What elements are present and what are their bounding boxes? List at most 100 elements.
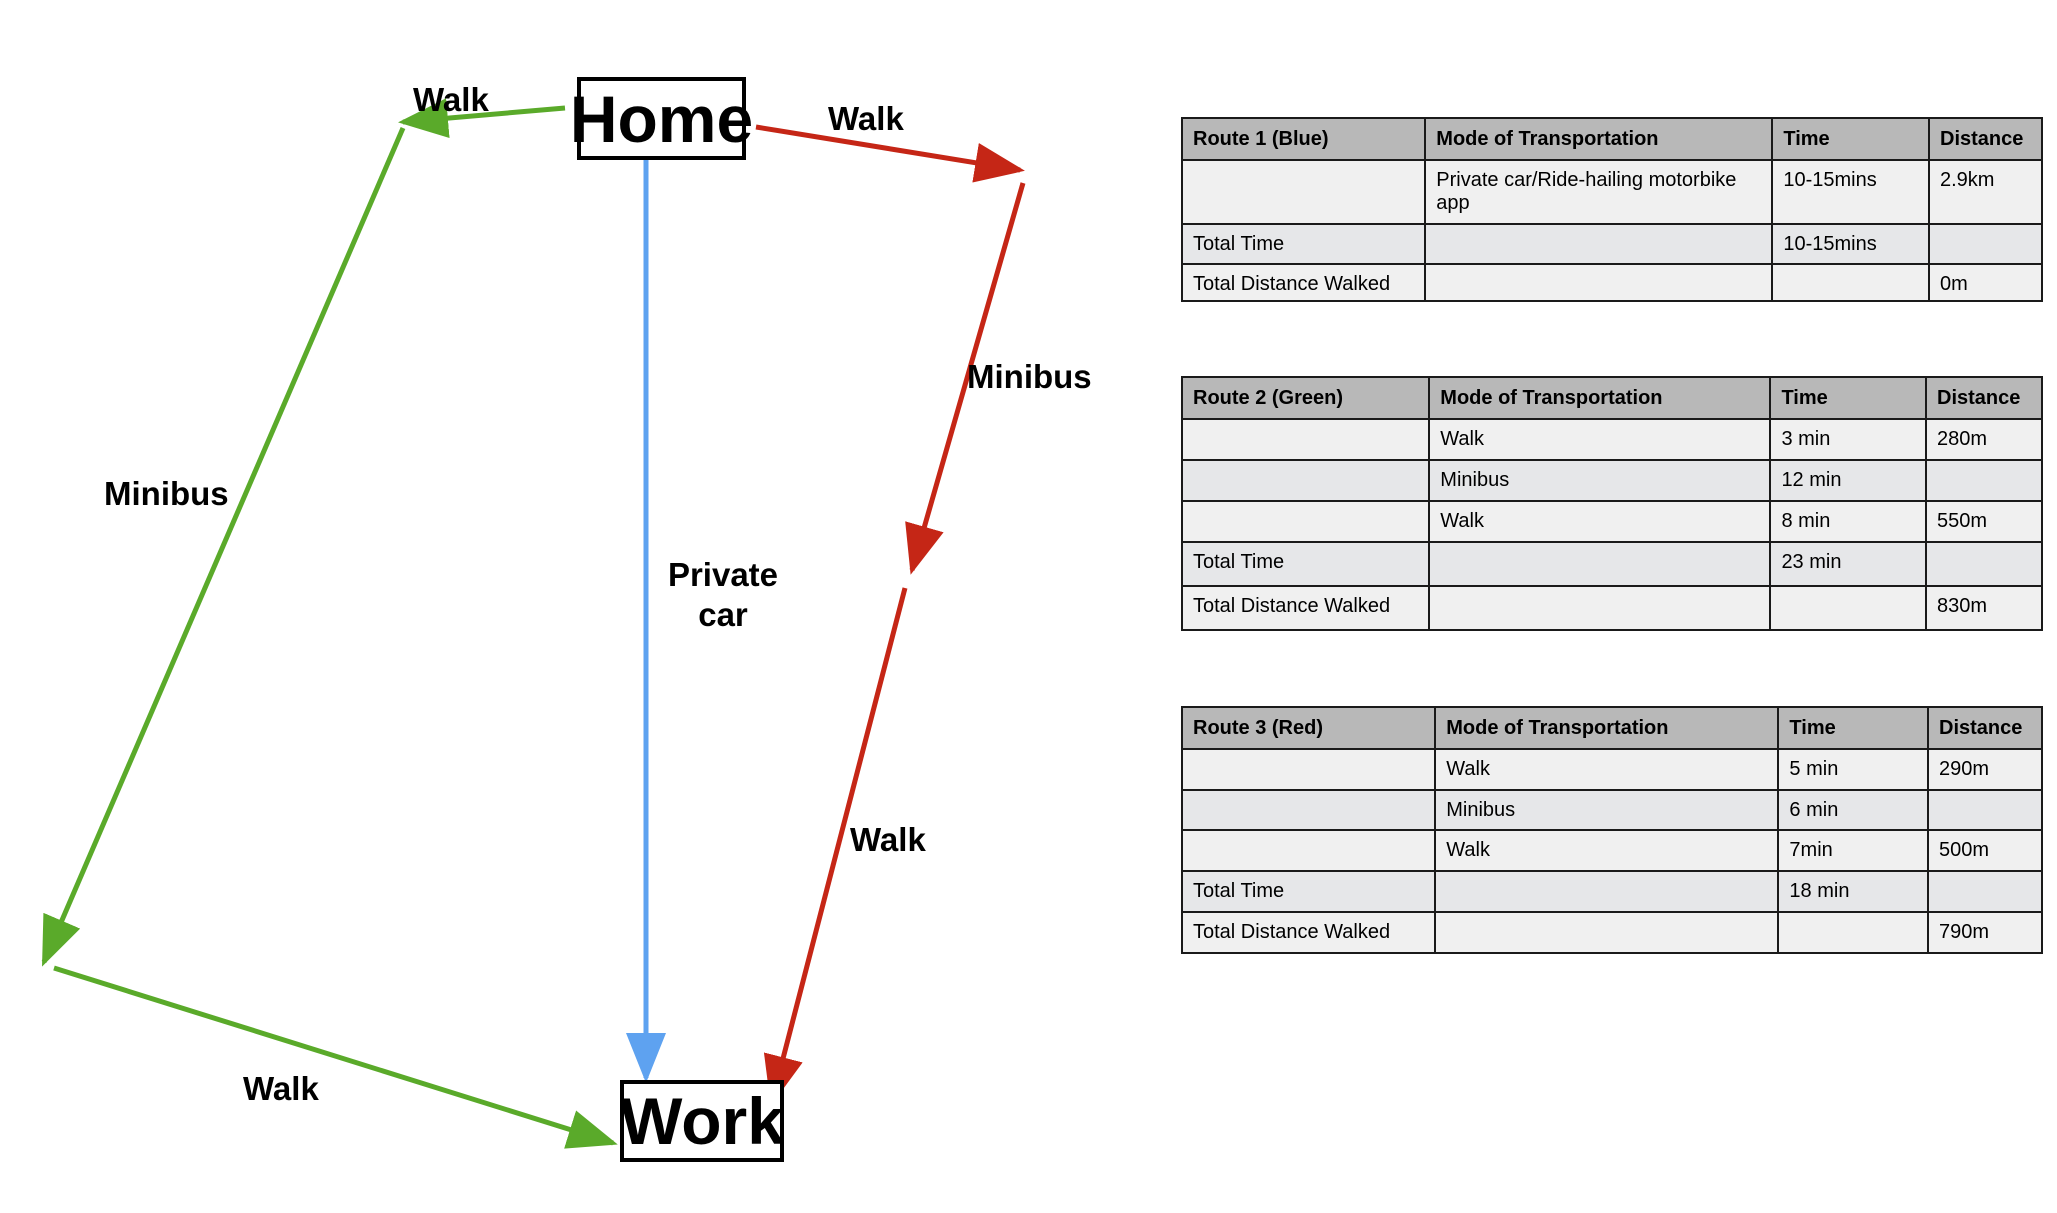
red-minibus-arrow: [905, 182, 1026, 575]
cell: 790m: [1927, 911, 2043, 954]
cell: [1424, 263, 1774, 302]
cell: 3 min: [1769, 418, 1928, 461]
header-route: Route 1 (Blue): [1180, 117, 1427, 161]
cell: 12 min: [1769, 459, 1928, 502]
cell: [1434, 911, 1780, 954]
table-header-row: Route 2 (Green) Mode of Transportation T…: [1180, 376, 2043, 420]
red-walk-bottom-label: Walk: [850, 821, 926, 858]
table-row: Total Distance Walked 0m: [1180, 263, 2043, 302]
cell: 23 min: [1769, 541, 1928, 587]
header-mode: Mode of Transportation: [1424, 117, 1774, 161]
cell: Minibus: [1434, 789, 1780, 831]
cell: [1928, 223, 2043, 265]
cell: 10-15mins: [1771, 159, 1930, 225]
cell: [1180, 748, 1437, 791]
route-1-table: Route 1 (Blue) Mode of Transportation Ti…: [1180, 117, 2043, 302]
cell: [1927, 789, 2043, 831]
table-row: Walk 5 min 290m: [1180, 748, 2043, 791]
cell: [1771, 263, 1930, 302]
cell: [1180, 789, 1437, 831]
cell: Total Distance Walked: [1180, 585, 1431, 631]
cell: [1180, 418, 1431, 461]
table-row: Total Time 10-15mins: [1180, 223, 2043, 265]
cell: [1777, 911, 1930, 954]
cell: Walk: [1434, 829, 1780, 872]
private-label-line2: car: [698, 595, 748, 633]
home-node: Home: [570, 77, 753, 160]
green-walk-bottom-label: Walk: [243, 1070, 319, 1107]
cell: 8 min: [1769, 500, 1928, 543]
cell: 10-15mins: [1771, 223, 1930, 265]
cell: [1180, 500, 1431, 543]
cell: 830m: [1925, 585, 2043, 631]
table-row: Private car/Ride-hailing motorbike app 1…: [1180, 159, 2043, 225]
table-row: Walk 3 min 280m: [1180, 418, 2043, 461]
green-minibus-arrow: [41, 127, 406, 967]
header-time: Time: [1771, 117, 1930, 161]
cell: Walk: [1434, 748, 1780, 791]
table-row: Walk 7min 500m: [1180, 829, 2043, 872]
cell: [1434, 870, 1780, 913]
header-time: Time: [1777, 706, 1930, 750]
cell: [1927, 870, 2043, 913]
green-walk-top-label: Walk: [413, 81, 489, 118]
green-walk-arrow-2: [53, 965, 618, 1149]
table-row: Total Distance Walked 790m: [1180, 911, 2043, 954]
cell: 5 min: [1777, 748, 1930, 791]
red-walk-arrow-1: [755, 124, 1025, 183]
cell: Total Distance Walked: [1180, 911, 1437, 954]
red-walk-arrow-2: [763, 587, 908, 1106]
cell: [1925, 459, 2043, 502]
header-route: Route 2 (Green): [1180, 376, 1431, 420]
cell: [1180, 459, 1431, 502]
private-label-line1: Private: [667, 556, 779, 593]
cell: 0m: [1928, 263, 2043, 302]
cell: 500m: [1927, 829, 2043, 872]
route-diagram: [41, 98, 1026, 1149]
cell: 2.9km: [1928, 159, 2043, 225]
header-mode: Mode of Transportation: [1428, 376, 1772, 420]
table-row: Minibus 12 min: [1180, 459, 2043, 502]
cell: [1428, 585, 1772, 631]
route-2-table: Route 2 (Green) Mode of Transportation T…: [1180, 376, 2043, 631]
table-row: Walk 8 min 550m: [1180, 500, 2043, 543]
cell: 280m: [1925, 418, 2043, 461]
cell: Walk: [1428, 418, 1772, 461]
work-node: Work: [620, 1080, 784, 1162]
cell: Walk: [1428, 500, 1772, 543]
header-distance: Distance: [1925, 376, 2043, 420]
cell: Total Time: [1180, 541, 1431, 587]
cell: 6 min: [1777, 789, 1930, 831]
green-minibus-label: Minibus: [104, 475, 229, 512]
cell: [1180, 159, 1427, 225]
route-3-table: Route 3 (Red) Mode of Transportation Tim…: [1180, 706, 2043, 954]
table-row: Total Time 23 min: [1180, 541, 2043, 587]
red-minibus-label: Minibus: [967, 358, 1092, 395]
cell: Private car/Ride-hailing motorbike app: [1424, 159, 1774, 225]
header-distance: Distance: [1927, 706, 2043, 750]
cell: 18 min: [1777, 870, 1930, 913]
table-header-row: Route 3 (Red) Mode of Transportation Tim…: [1180, 706, 2043, 750]
green-walk-arrow-1: [398, 98, 566, 139]
table-header-row: Route 1 (Blue) Mode of Transportation Ti…: [1180, 117, 2043, 161]
cell: [1180, 829, 1437, 872]
header-route: Route 3 (Red): [1180, 706, 1437, 750]
header-distance: Distance: [1928, 117, 2043, 161]
header-mode: Mode of Transportation: [1434, 706, 1780, 750]
blue-private-car-label: Private car: [653, 555, 793, 634]
table-row: Total Distance Walked 830m: [1180, 585, 2043, 631]
cell: 7min: [1777, 829, 1930, 872]
cell: 290m: [1927, 748, 2043, 791]
cell: [1428, 541, 1772, 587]
table-row: Minibus 6 min: [1180, 789, 2043, 831]
cell: [1925, 541, 2043, 587]
cell: Total Distance Walked: [1180, 263, 1427, 302]
cell: [1424, 223, 1774, 265]
cell: Total Time: [1180, 870, 1437, 913]
table-row: Total Time 18 min: [1180, 870, 2043, 913]
cell: Total Time: [1180, 223, 1427, 265]
red-walk-top-label: Walk: [828, 100, 904, 137]
cell: 550m: [1925, 500, 2043, 543]
cell: [1769, 585, 1928, 631]
cell: Minibus: [1428, 459, 1772, 502]
